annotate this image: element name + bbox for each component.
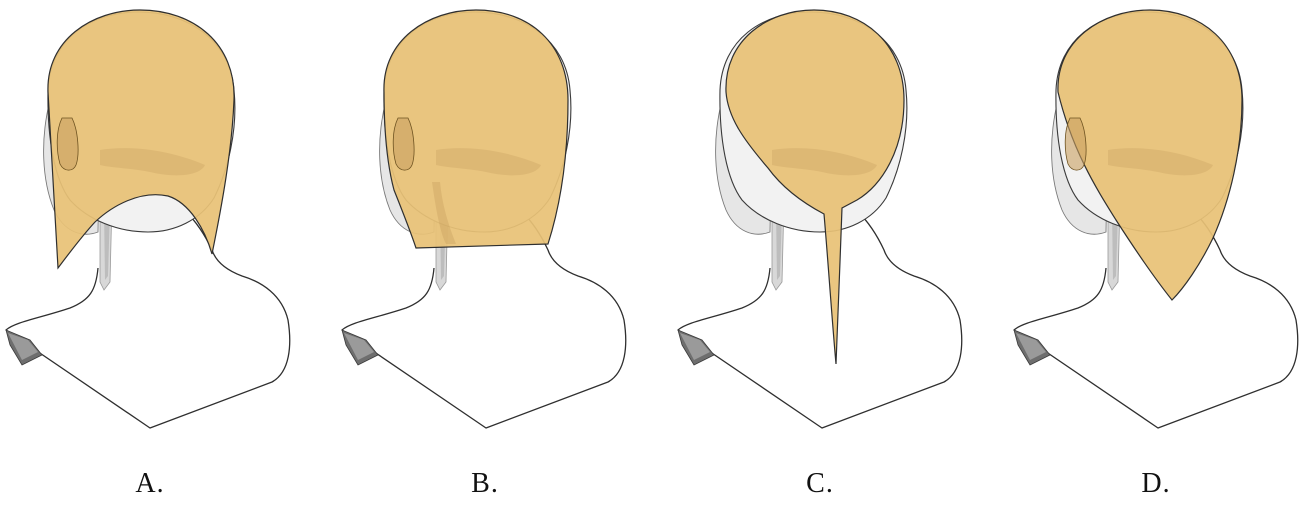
option-c-label: C.	[780, 470, 860, 498]
option-d-figure	[1014, 10, 1298, 428]
option-d-label: D.	[1116, 470, 1196, 498]
option-a-figure	[6, 10, 290, 428]
option-b-label: B.	[445, 470, 525, 498]
option-c-figure	[678, 10, 962, 428]
option-b-figure	[342, 10, 626, 428]
option-a-label: A.	[110, 470, 190, 498]
